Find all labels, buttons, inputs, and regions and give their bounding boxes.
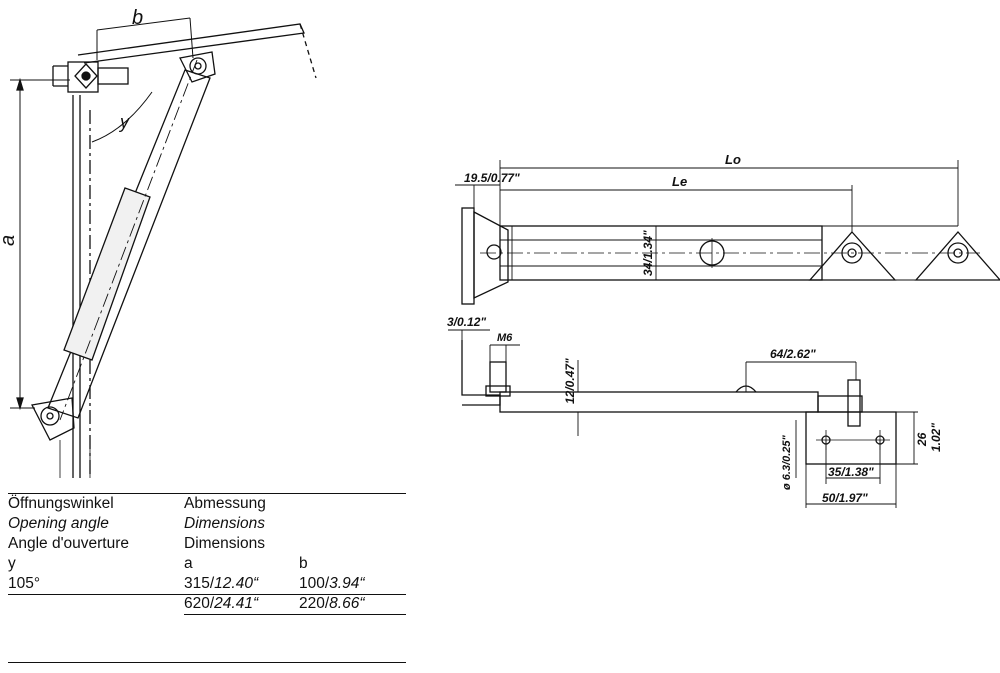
header-dim-de: Abmessung (184, 495, 266, 512)
table-bottom-rule (8, 662, 406, 663)
angle-arc (91, 91, 153, 143)
base-leaders (59, 440, 91, 478)
wall-plate (461, 207, 475, 305)
mount-1-eye (841, 242, 863, 264)
dim-le-line (500, 185, 853, 232)
row-a: 315/12.40“ (184, 575, 259, 592)
dim-bracket-label: 50/1.97" (822, 491, 868, 505)
dim-b-line (96, 17, 194, 60)
row-b: 220/8.66“ (299, 595, 365, 612)
dim-plate-height-line (896, 411, 918, 465)
header-dim-fr: Dimensions (184, 535, 265, 552)
mount-1-pin (847, 248, 857, 258)
header-dim-en: Dimensions (184, 515, 265, 532)
lower-eye-pin (46, 412, 54, 420)
dim-plate-height-a: 26 (915, 432, 929, 447)
header-y: y (8, 555, 16, 572)
header-row-3: Angle d'ouverture Dimensions (8, 534, 406, 554)
dim-bracket-line (805, 464, 897, 508)
dim-le-label: Le (672, 174, 687, 189)
end-hole-centers (816, 430, 890, 450)
dim-offset-label: 19.5/0.77" (464, 171, 520, 185)
header-row-4: y a b (8, 554, 406, 574)
top-pivot (74, 63, 98, 89)
dim-b-label: b (132, 7, 143, 29)
dim-thread-label: M6 (497, 332, 513, 344)
wall-bolt-head (485, 385, 511, 397)
plate-triangle (473, 210, 509, 300)
wall-bracket (461, 340, 501, 406)
top-nut (52, 65, 68, 87)
row-angle: 105° (8, 575, 41, 592)
mount-1 (808, 231, 897, 281)
front-view: 3/0.12" M6 12/0.47" 64/2.62" ø 6.3/0.25"… (447, 315, 943, 508)
header-row-2: Opening angle Dimensions (8, 514, 406, 534)
dim-plate-height-b: 1.02" (929, 423, 943, 452)
upper-eye-pin (194, 62, 202, 70)
top-pivot-pin (81, 71, 91, 81)
end-bolt (847, 379, 861, 427)
mount-2-eye (947, 242, 969, 264)
header-angle-de: Öffnungswinkel (8, 495, 114, 512)
dim-spacing-label: 35/1.38" (828, 465, 874, 479)
lower-mount (31, 397, 75, 441)
side-view: b a y (0, 7, 317, 478)
mount-2 (914, 231, 1000, 281)
dim-width-label: 34/1.34" (641, 230, 655, 276)
spring-cylinder (63, 187, 151, 361)
dim-thickness-line (448, 329, 490, 340)
mount-2-pin (953, 248, 963, 258)
flap-edge (299, 23, 317, 79)
upper-mount (179, 51, 216, 83)
dim-lo-line (499, 160, 959, 226)
header-angle-fr: Angle d'ouverture (8, 535, 130, 552)
dim-thread-line (489, 344, 520, 362)
spec-table: Öffnungswinkel Abmessung Opening angle D… (8, 493, 406, 663)
header-row-1: Öffnungswinkel Abmessung (8, 494, 406, 514)
dim-hole-label: ø 6.3/0.25" (781, 434, 793, 490)
table-row: 105° 315/12.40“ 100/3.94“ (8, 574, 406, 594)
front-bar (499, 391, 819, 413)
dim-lo-label: Lo (725, 152, 741, 167)
table-row: 620/24.41“ 220/8.66“ (8, 594, 406, 614)
upper-eye (189, 57, 207, 75)
lower-eye (40, 406, 60, 426)
dim-a-label: a (0, 235, 19, 246)
row-a: 620/24.41“ (184, 595, 259, 612)
plate-hole (486, 244, 502, 260)
top-bolt (97, 67, 129, 85)
spring-centerline (59, 59, 198, 421)
end-block (817, 395, 863, 413)
wall-bolt (489, 361, 507, 393)
header-angle-en: Opening angle (8, 515, 109, 532)
dim-thickness-label: 3/0.12" (447, 315, 486, 329)
dim-length-label: 64/2.62" (770, 347, 816, 361)
top-view: Lo Le 19.5/0.77" 34/1.34" (455, 152, 1000, 305)
row-rule (184, 614, 406, 615)
end-plate (805, 411, 897, 465)
row-b: 100/3.94“ (299, 575, 365, 592)
angle-label: y (118, 112, 130, 132)
dim-height-label: 12/0.47" (563, 358, 577, 404)
dim-a-line (10, 79, 70, 409)
header-b: b (299, 555, 308, 572)
dim-length-line (745, 361, 857, 392)
header-a: a (184, 555, 193, 572)
header-rule (8, 594, 406, 595)
dim-spacing-line (825, 440, 881, 484)
dim-offset-line (455, 184, 500, 208)
table-top-rule (8, 493, 406, 494)
dim-a-arrows (16, 77, 24, 411)
